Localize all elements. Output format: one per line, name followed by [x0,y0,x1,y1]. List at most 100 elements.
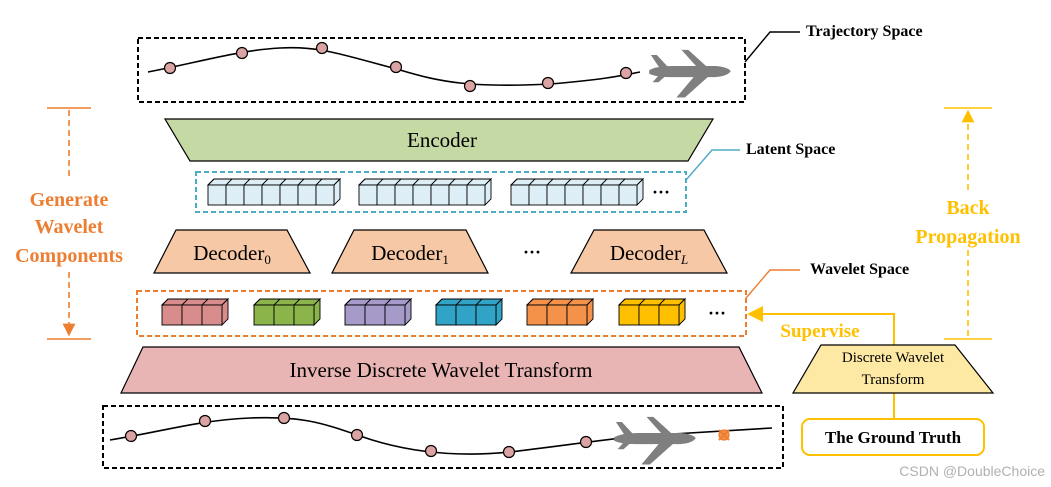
generate-label-line3: Components [15,245,123,267]
trajectory-point [502,445,516,459]
trajectory-points-top [163,41,633,93]
latent-vector-0-edge [261,178,269,186]
wavelet-component-5-cell [658,304,680,326]
wavelet-component-0-cell [181,304,203,326]
latent-vector-2-cell [546,184,566,206]
latent-vector-2-edge [510,178,518,186]
wavelet-component-3-cell [455,304,477,326]
generate-label-line2: Wavelet [35,216,104,238]
wavelet-component-2-edge [384,298,392,306]
latent-vector-2-cell [618,184,638,206]
latent-vector-1-edge [394,178,402,186]
latent-vector-1-cell [394,184,414,206]
trajectory-point [235,46,249,60]
wavelet-component-0-top [160,298,230,306]
latent-vector-1-edge [430,178,438,186]
wavelet-component-2-cell [344,304,366,326]
wavelet-component-4-edge [566,298,574,306]
wavelet-component-5-edge [658,298,666,306]
wavelet-component-1-edge [253,298,261,306]
trajectory-point [424,444,438,458]
generate-label-line1: Generate [30,189,109,211]
decoder-ellipsis: ··· [523,242,541,262]
latent-vector-1-cell [412,184,432,206]
decoder-1-label: Decoder1 [371,241,449,267]
trajectory-point [277,411,291,425]
wavelet-component-1-edge [293,298,301,306]
latent-vector-2-cell [528,184,548,206]
latent-vector-0-cell [315,184,335,206]
wavelet-component-1-cell [273,304,295,326]
wavelet-component-5-edge [638,298,646,306]
wavelet-component-0 [160,297,230,327]
trajectory-point [619,66,633,80]
airplane-icon [614,416,696,465]
wavelet-component-0-cell [201,304,223,326]
wavelet-component-1-cell [253,304,275,326]
wavelet-component-4-cell [546,304,568,326]
trajectory-point [579,435,593,449]
cross-icon [718,429,730,441]
wavelet-component-5-cell [638,304,660,326]
trajectory-point [124,429,138,443]
latent-vector-2-edge [600,178,608,186]
wavelet-component-4-cell [566,304,588,326]
trajectory-point [315,41,329,55]
wavelet-component-4-edge [546,298,554,306]
wavelet-component-2-top [343,298,413,306]
decoder-L-block [569,229,729,274]
latent-vector-2-cell [582,184,602,206]
trajectory-box-bottom [102,405,784,469]
wavelet-component-0-cell [161,304,183,326]
dwt-label-line1: Discrete Wavelet [842,350,945,366]
latent-vector-1-edge [412,178,420,186]
latent-vector-0-edge [297,178,305,186]
wavelet-component-2-edge [364,298,372,306]
decoder-0-block [153,229,312,274]
latent-vector-0-top [206,178,342,186]
wavelet-component-5-cell [618,304,640,326]
latent-vector-0-cell [279,184,299,206]
latent-vector-0 [206,177,342,207]
wavelet-component-1 [252,297,322,327]
trajectory-point [198,414,212,428]
wavelet-space-label: Wavelet Space [810,261,909,278]
encoder-block [163,118,715,162]
idwt-block [120,346,763,394]
trajectory-space-label: Trajectory Space [806,23,923,40]
trajectory-callout-line [744,31,800,63]
wavelet-callout-line [745,269,800,299]
wavelet-component-3-edge [435,298,443,306]
decoder-0-label: Decoder0 [193,241,271,267]
decoder-L-label: DecoderL [610,241,688,267]
latent-vector-2-cell [564,184,584,206]
latent-callout-line [685,149,740,181]
watermark-text: CSDN @DoubleChoice [899,463,1045,479]
latent-vector-0-cell [297,184,317,206]
latent-vectors [206,177,645,207]
wavelet-component-2-cell [364,304,386,326]
latent-vector-1 [357,177,493,207]
wavelet-component-1-cell [293,304,315,326]
latent-vector-0-cell [243,184,263,206]
back-label-line1: Back [946,197,990,219]
latent-vector-1-top [357,178,493,186]
latent-ellipsis: ··· [652,182,670,202]
ground-truth-label: The Ground Truth [825,428,962,447]
latent-vector-2-edge [618,178,626,186]
latent-vector-2-edge [546,178,554,186]
back-label-line2: Propagation [915,226,1020,248]
airplane-icon [649,49,731,98]
decoder-1-block [331,229,489,274]
wavelet-component-2-cell [384,304,406,326]
latent-vector-0-cell [261,184,281,206]
latent-vector-2-edge [582,178,590,186]
supervise-label: Supervise [780,321,859,342]
latent-vector-0-edge [207,178,215,186]
trajectory-point [463,79,477,93]
wavelet-component-3-top [434,298,504,306]
latent-space-label: Latent Space [746,141,835,158]
trajectory-points-bottom [124,411,593,459]
latent-vector-1-edge [376,178,384,186]
